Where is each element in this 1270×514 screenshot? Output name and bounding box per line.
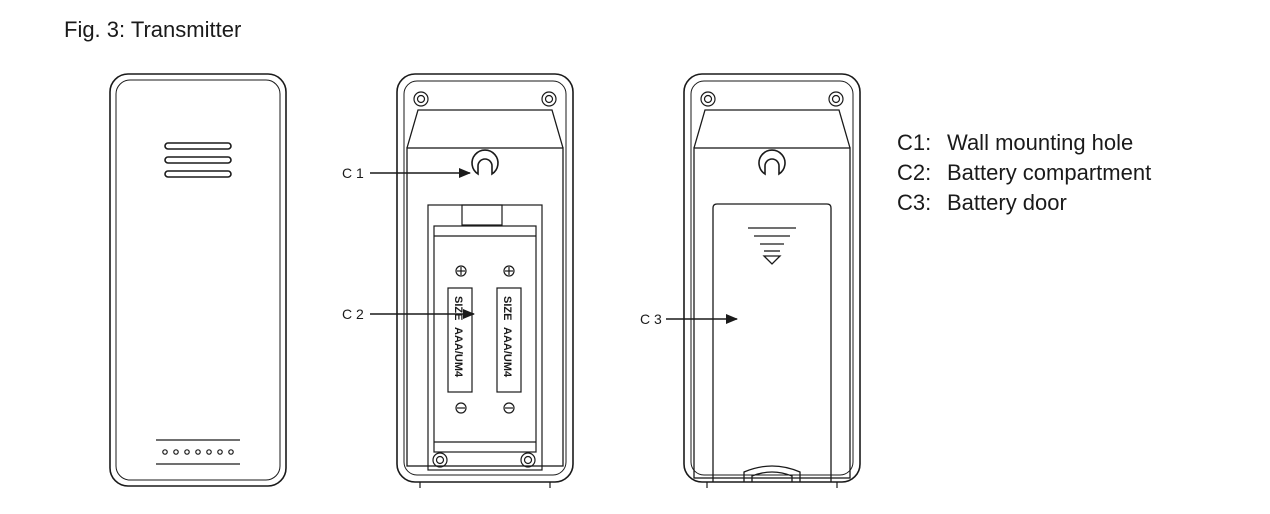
callout-c3-label: C 3 — [640, 311, 662, 327]
battery-size-label-left: SIZE — [452, 296, 464, 320]
callout-c1-label: C 1 — [342, 165, 364, 181]
callout-c3: C 3 — [640, 311, 738, 327]
callout-legend: C1: Wall mounting hole C2: Battery compart… — [897, 128, 1151, 218]
legend-item-c3: C3: Battery door — [897, 188, 1151, 218]
wall-mounting-hole — [471, 149, 499, 176]
transmitter-back-closed-view — [683, 73, 861, 488]
transmitter-back-open-view — [396, 73, 574, 488]
battery-type-label-left: AAA/UM4 — [452, 327, 464, 378]
legend-text: Battery door — [947, 190, 1067, 215]
legend-code: C2: — [897, 160, 932, 185]
legend-item-c2: C2: Battery compartment — [897, 158, 1151, 188]
battery-size-label-right: SIZE — [501, 296, 513, 320]
callout-c2-label: C 2 — [342, 306, 364, 322]
battery-type-label-right: AAA/UM4 — [501, 327, 513, 378]
legend-item-c1: C1: Wall mounting hole — [897, 128, 1151, 158]
callout-c2: C 2 — [342, 306, 475, 322]
legend-code: C1: — [897, 130, 932, 155]
legend-text: Wall mounting hole — [947, 130, 1134, 155]
vent-slots-bottom — [156, 439, 240, 465]
legend-code: C3: — [897, 190, 932, 215]
speaker-grille-top — [164, 142, 232, 178]
wall-mounting-hole-closed — [758, 149, 786, 176]
figure-title: Fig. 3: Transmitter — [64, 17, 242, 42]
callout-c1: C 1 — [342, 165, 471, 181]
battery-door — [712, 203, 832, 482]
legend-text: Battery compartment — [947, 160, 1152, 185]
battery-compartment — [427, 204, 543, 471]
corner-screws — [413, 91, 557, 468]
transmitter-front-view — [109, 73, 287, 487]
